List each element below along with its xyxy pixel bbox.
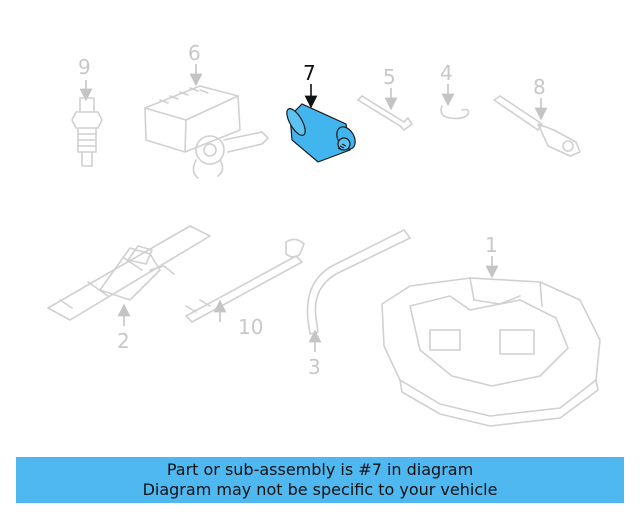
callout-8: 8: [533, 75, 546, 99]
callout-1: 1: [485, 233, 498, 257]
callout-5: 5: [383, 65, 396, 89]
part-4-drawing: [440, 84, 470, 120]
part-9-drawing: [71, 80, 103, 167]
callout-3: 3: [308, 355, 321, 379]
part-7-drawing: [286, 84, 356, 163]
callout-6: 6: [188, 41, 201, 65]
part-2-drawing: [47, 225, 211, 326]
callout-2: 2: [117, 329, 130, 353]
banner-line-1: Part or sub-assembly is #7 in diagram: [166, 460, 474, 479]
callout-4: 4: [440, 61, 453, 85]
callout-9: 9: [78, 55, 91, 79]
callout-10: 10: [238, 315, 263, 339]
callout-7: 7: [303, 61, 316, 85]
banner-line-2: Diagram may not be specific to your vehi…: [142, 480, 498, 499]
part-8-drawing: [493, 95, 581, 157]
part-1-drawing: [381, 256, 601, 427]
part-5-drawing: [357, 88, 413, 131]
part-3-drawing: [306, 229, 411, 352]
part-6-drawing: [144, 64, 269, 179]
info-banner: Part or sub-assembly is #7 in diagram Di…: [16, 457, 624, 503]
part-10-drawing: [185, 238, 305, 323]
